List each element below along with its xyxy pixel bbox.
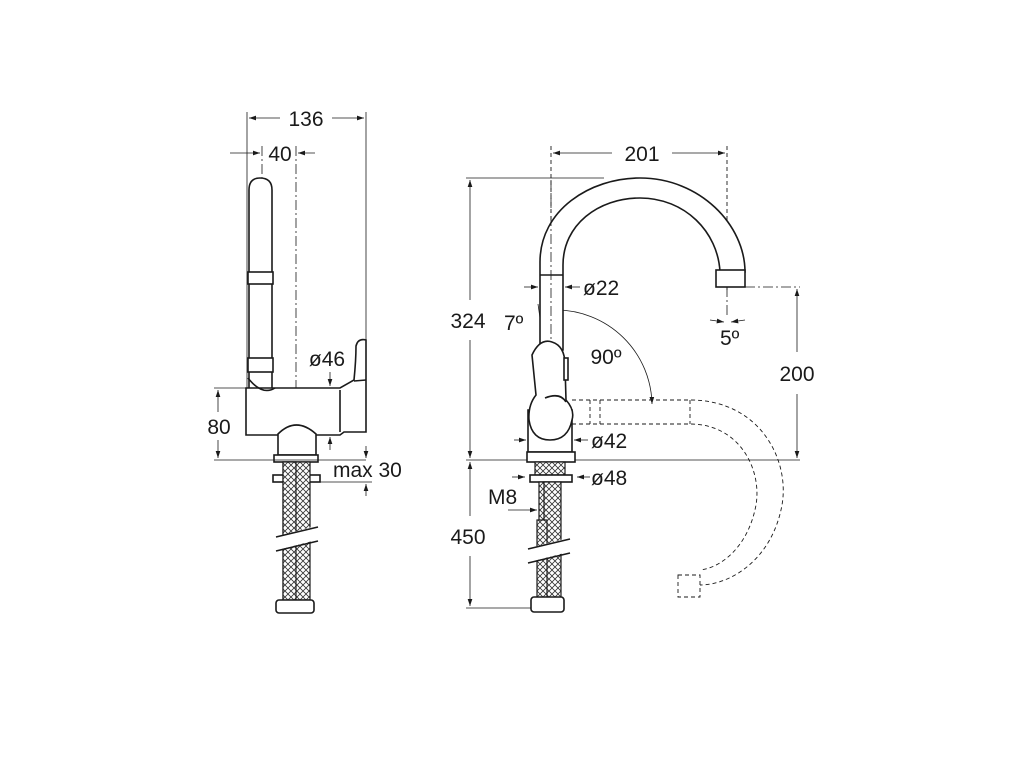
pipe-ring [247, 357, 274, 373]
dimension-diameter-46: ø46 [309, 348, 345, 450]
dimension-324: 324 [450, 180, 486, 458]
dimension-thread-m8: M8 [488, 486, 537, 513]
break-line [275, 526, 319, 552]
dimension-40: 40 [230, 143, 315, 166]
pipe-ring [247, 271, 274, 285]
dimension-label: 7º [504, 312, 524, 335]
fixing-washer [529, 474, 573, 483]
break-line [527, 538, 571, 564]
front-view: 201 324 450 200 90º [450, 143, 815, 613]
dimension-diameter-22: ø22 [524, 277, 619, 300]
dimension-label: 5º [720, 327, 740, 350]
dimension-label: 450 [450, 526, 485, 549]
dimension-450: 450 [450, 462, 486, 606]
hose-fitting [530, 596, 565, 613]
dimension-201: 201 [553, 143, 725, 166]
dimension-label: M8 [488, 486, 517, 509]
dimension-label: ø46 [309, 348, 345, 371]
base-column [277, 424, 317, 456]
swivel-angle-90: 90º [555, 309, 655, 405]
swivel-position-outline [572, 399, 784, 586]
dimension-200: 200 [779, 289, 815, 458]
dimension-80: 80 [207, 387, 366, 461]
swan-neck-spout [539, 177, 746, 351]
mixer-body [245, 338, 367, 436]
dimension-diameter-48: ø48 [512, 467, 627, 490]
dimension-label: 90º [590, 346, 621, 369]
dimension-label: ø22 [583, 277, 619, 300]
base-nut [273, 454, 319, 463]
side-view: 136 40 80 [207, 108, 402, 614]
dimension-label: 80 [207, 416, 230, 439]
dimension-max-30: max 30 [320, 446, 402, 496]
outlet-angle-5: 5º [709, 318, 746, 350]
dimension-label: 136 [288, 108, 323, 131]
base-ring [526, 451, 576, 463]
aerator [715, 269, 746, 288]
dimension-label: 324 [450, 310, 485, 333]
dimension-label: ø48 [591, 467, 627, 490]
dimension-label: 201 [624, 143, 659, 166]
dimension-label: 200 [779, 363, 814, 386]
dimension-label: ø42 [591, 430, 627, 453]
dimension-136: 136 [249, 108, 364, 131]
dimension-diameter-42: ø42 [514, 430, 627, 453]
dimension-label: 40 [268, 143, 291, 166]
hose-fitting [275, 599, 315, 614]
dimension-label: max 30 [333, 459, 402, 482]
lever-handle [528, 340, 574, 441]
tilt-angle-7: 7º [504, 303, 541, 335]
